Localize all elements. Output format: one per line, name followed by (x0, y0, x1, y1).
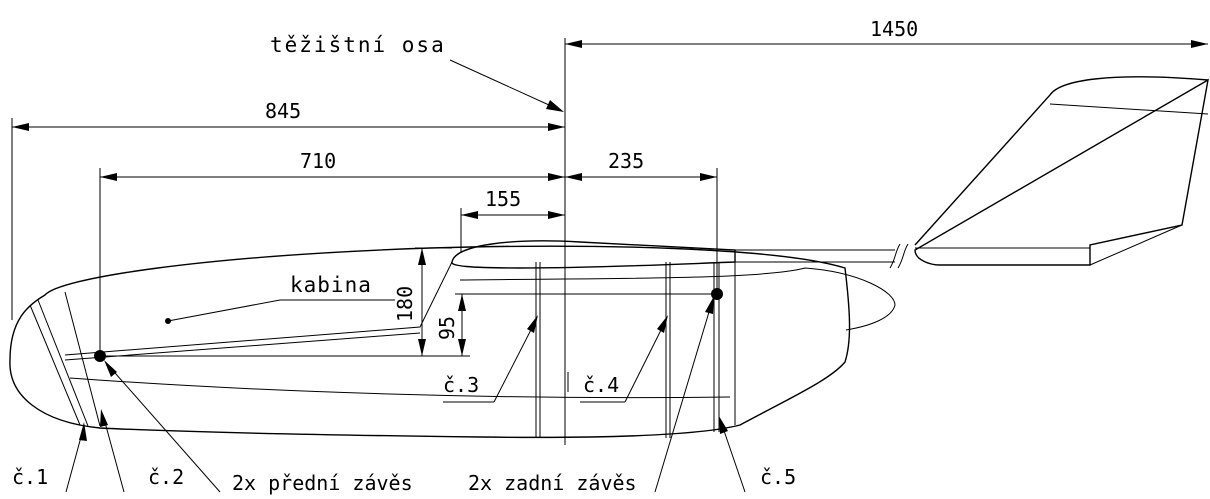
dim-180-label: 180 (393, 286, 417, 322)
wing-tip (914, 76, 1209, 266)
front-hinge-label: 2x přední závěs (232, 471, 413, 495)
fuselage-outline (9, 245, 851, 439)
dim-845: 845 (11, 99, 565, 320)
dim-845-label: 845 (265, 99, 301, 123)
frame4-label: č.4 (583, 373, 619, 397)
frames (535, 262, 736, 438)
dim-155-label: 155 (485, 187, 521, 211)
dim-235: 235 (565, 149, 718, 294)
dim-1450-label: 1450 (870, 17, 918, 41)
dim-95: 95 (100, 293, 717, 357)
dim-710: 710 (99, 149, 565, 356)
cg-axis-label: těžištní osa (270, 33, 446, 57)
frame5-label: č.5 (760, 465, 796, 489)
dim-235-label: 235 (608, 149, 644, 173)
dim-1450: 1450 (565, 17, 1208, 48)
frame3-label: č.3 (443, 373, 479, 397)
dim-155: 155 (460, 187, 565, 252)
canopy (64, 261, 896, 361)
dim-180: 180 (393, 247, 452, 357)
dim-95-label: 95 (435, 316, 459, 340)
rear-hinge-label: 2x zadní závěs (468, 471, 637, 495)
wing-airfoil (451, 240, 909, 269)
dim-710-label: 710 (300, 149, 336, 173)
frame1-label: č.1 (12, 465, 48, 489)
cabin-label: kabina (290, 273, 372, 297)
frame2-label: č.2 (148, 465, 184, 489)
